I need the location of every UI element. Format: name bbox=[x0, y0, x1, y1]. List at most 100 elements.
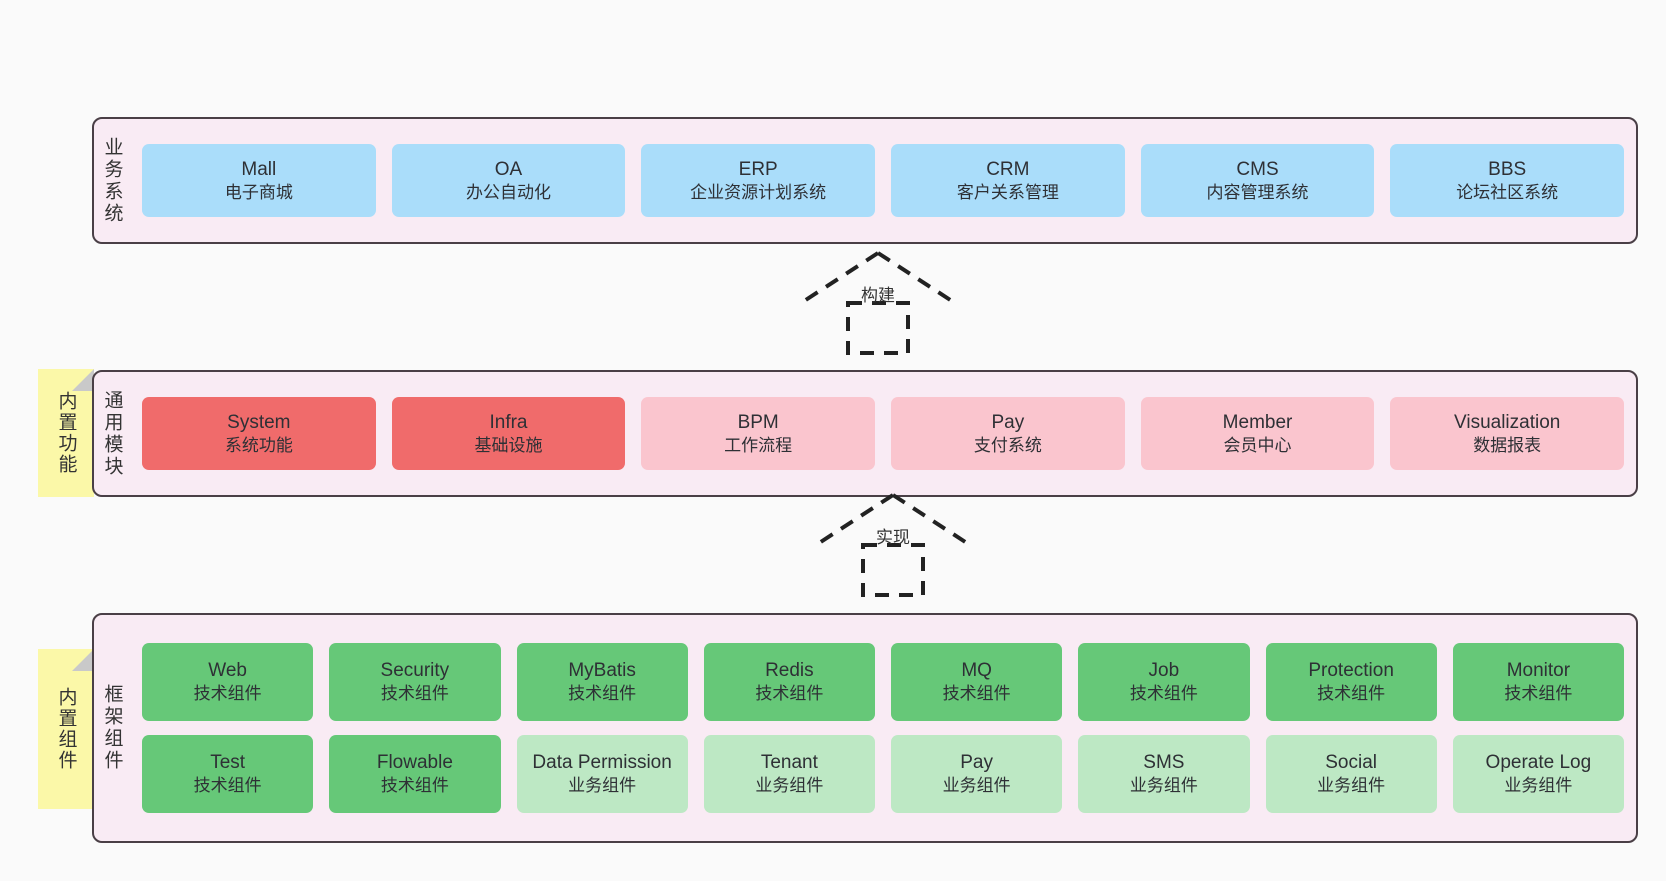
card-subtitle: 业务组件 bbox=[942, 776, 1011, 796]
card-title: Job bbox=[1148, 660, 1180, 682]
card-title: Mall bbox=[241, 158, 277, 180]
generalization-arrow-icon bbox=[796, 251, 960, 355]
card-subtitle: 技术组件 bbox=[1504, 684, 1573, 704]
card-pay[interactable]: Pay 支付系统 bbox=[891, 397, 1125, 470]
card-row: System 系统功能 Infra 基础设施 BPM 工作流程 Pay 支付系统… bbox=[142, 397, 1625, 470]
card-title: Test bbox=[210, 752, 246, 774]
card-security[interactable]: Security 技术组件 bbox=[329, 643, 501, 721]
card-erp[interactable]: ERP 企业资源计划系统 bbox=[641, 144, 876, 217]
layer-common-modules: 通用模块 System 系统功能 Infra 基础设施 BPM 工作流程 Pay… bbox=[92, 370, 1638, 497]
card-title: System bbox=[227, 411, 291, 433]
card-social[interactable]: Social 业务组件 bbox=[1265, 735, 1437, 813]
card-mall[interactable]: Mall 电子商城 bbox=[142, 144, 376, 217]
card-title: Operate Log bbox=[1485, 752, 1592, 774]
card-row: Test 技术组件 Flowable 技术组件 Data Permission … bbox=[142, 735, 1624, 813]
card-data-permission[interactable]: Data Permission 业务组件 bbox=[516, 735, 688, 813]
card-bpm[interactable]: BPM 工作流程 bbox=[641, 397, 876, 470]
card-subtitle: 企业资源计划系统 bbox=[690, 182, 827, 202]
card-sms[interactable]: SMS 业务组件 bbox=[1078, 735, 1250, 813]
connector-build: 构建 bbox=[778, 245, 978, 361]
card-subtitle: 工作流程 bbox=[724, 435, 793, 455]
card-title: Data Permission bbox=[532, 752, 672, 774]
card-subtitle: 内容管理系统 bbox=[1206, 182, 1309, 202]
card-subtitle: 基础设施 bbox=[474, 435, 543, 455]
card-crm[interactable]: CRM 客户关系管理 bbox=[891, 144, 1125, 217]
card-title: OA bbox=[494, 158, 523, 180]
card-subtitle: 技术组件 bbox=[1129, 684, 1198, 704]
layer-framework-components: 框架组件 Web 技术组件 Security 技术组件 MyBatis 技术组件… bbox=[92, 613, 1638, 843]
layer-title-common-modules: 通用模块 bbox=[101, 389, 123, 478]
card-title: ERP bbox=[738, 158, 778, 180]
card-subtitle: 业务组件 bbox=[1317, 776, 1386, 796]
card-job[interactable]: Job 技术组件 bbox=[1078, 643, 1250, 721]
card-title: MyBatis bbox=[568, 660, 636, 682]
layer-title-framework-components: 框架组件 bbox=[101, 684, 123, 772]
connector-realize: 实现 bbox=[793, 487, 993, 603]
card-mq[interactable]: MQ 技术组件 bbox=[891, 643, 1063, 721]
card-title: Pay bbox=[991, 411, 1025, 433]
connector-label: 实现 bbox=[876, 528, 910, 547]
card-member[interactable]: Member 会员中心 bbox=[1140, 397, 1375, 470]
note-builtin-components: 内置组件 bbox=[38, 649, 94, 809]
card-title: Flowable bbox=[376, 752, 453, 774]
card-subtitle: 技术组件 bbox=[380, 776, 449, 796]
connector-label: 构建 bbox=[861, 286, 895, 305]
card-pay-component[interactable]: Pay 业务组件 bbox=[891, 735, 1063, 813]
card-subtitle: 业务组件 bbox=[1504, 776, 1573, 796]
card-test[interactable]: Test 技术组件 bbox=[142, 735, 314, 813]
card-title: SMS bbox=[1143, 752, 1185, 774]
card-subtitle: 技术组件 bbox=[942, 684, 1011, 704]
card-mybatis[interactable]: MyBatis 技术组件 bbox=[516, 643, 688, 721]
card-title: Social bbox=[1325, 752, 1377, 774]
card-title: Monitor bbox=[1506, 660, 1571, 682]
card-title: Infra bbox=[489, 411, 528, 433]
card-subtitle: 技术组件 bbox=[568, 684, 637, 704]
note-builtin-features: 内置功能 bbox=[38, 369, 94, 497]
card-title: Security bbox=[380, 660, 450, 682]
card-subtitle: 业务组件 bbox=[755, 776, 824, 796]
card-subtitle: 会员中心 bbox=[1223, 435, 1292, 455]
generalization-arrow-icon bbox=[811, 493, 975, 597]
card-subtitle: 业务组件 bbox=[1129, 776, 1198, 796]
card-title: BPM bbox=[737, 411, 779, 433]
card-web[interactable]: Web 技术组件 bbox=[142, 643, 314, 721]
card-system[interactable]: System 系统功能 bbox=[142, 397, 376, 470]
card-subtitle: 技术组件 bbox=[380, 684, 449, 704]
card-title: BBS bbox=[1488, 158, 1527, 180]
card-title: Tenant bbox=[760, 752, 818, 774]
note-text: 内置组件 bbox=[55, 687, 77, 771]
card-subtitle: 系统功能 bbox=[224, 435, 293, 455]
card-visualization[interactable]: Visualization 数据报表 bbox=[1390, 397, 1625, 470]
card-title: CRM bbox=[986, 158, 1030, 180]
card-subtitle: 业务组件 bbox=[568, 776, 637, 796]
card-subtitle: 数据报表 bbox=[1473, 435, 1542, 455]
card-cms[interactable]: CMS 内容管理系统 bbox=[1140, 144, 1375, 217]
card-subtitle: 电子商城 bbox=[224, 182, 293, 202]
card-title: Member bbox=[1222, 411, 1293, 433]
card-title: Redis bbox=[765, 660, 814, 682]
card-subtitle: 技术组件 bbox=[755, 684, 824, 704]
card-subtitle: 客户关系管理 bbox=[956, 182, 1059, 202]
card-oa[interactable]: OA 办公自动化 bbox=[391, 144, 626, 217]
card-monitor[interactable]: Monitor 技术组件 bbox=[1452, 643, 1624, 721]
note-text: 内置功能 bbox=[55, 391, 77, 475]
card-title: Web bbox=[208, 660, 247, 682]
card-tenant[interactable]: Tenant 业务组件 bbox=[703, 735, 875, 813]
card-redis[interactable]: Redis 技术组件 bbox=[703, 643, 875, 721]
card-protection[interactable]: Protection 技术组件 bbox=[1265, 643, 1437, 721]
card-title: Protection bbox=[1308, 660, 1394, 682]
card-row: Mall 电子商城 OA 办公自动化 ERP 企业资源计划系统 CRM 客户关系… bbox=[142, 144, 1625, 217]
card-flowable[interactable]: Flowable 技术组件 bbox=[329, 735, 501, 813]
card-subtitle: 论坛社区系统 bbox=[1456, 182, 1559, 202]
layer-title-business-systems: 业务系统 bbox=[101, 136, 123, 225]
card-title: CMS bbox=[1236, 158, 1279, 180]
card-infra[interactable]: Infra 基础设施 bbox=[391, 397, 626, 470]
card-subtitle: 技术组件 bbox=[193, 776, 262, 796]
card-bbs[interactable]: BBS 论坛社区系统 bbox=[1390, 144, 1625, 217]
card-subtitle: 技术组件 bbox=[1317, 684, 1386, 704]
card-subtitle: 支付系统 bbox=[973, 435, 1042, 455]
card-operate-log[interactable]: Operate Log 业务组件 bbox=[1452, 735, 1624, 813]
card-row: Web 技术组件 Security 技术组件 MyBatis 技术组件 Redi… bbox=[142, 643, 1624, 721]
card-title: Pay bbox=[960, 752, 993, 774]
